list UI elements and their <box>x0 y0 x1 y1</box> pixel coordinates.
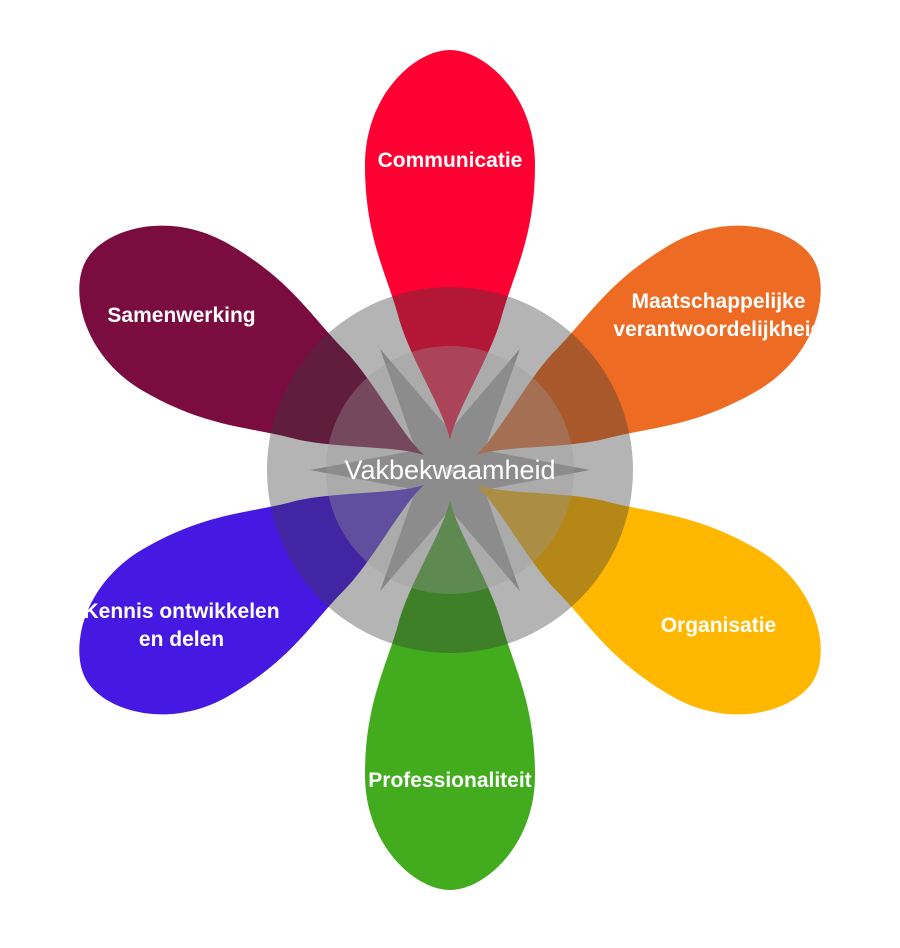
petal-label-line: Samenwerking <box>107 304 255 327</box>
petal-label-line: Kennis ontwikkelen <box>84 600 280 623</box>
center-label: Vakbekwaamheid <box>344 455 555 485</box>
petal-communicatie <box>365 50 535 440</box>
petal-label-communicatie: Communicatie <box>378 149 523 172</box>
petal-label-samenwerking: Samenwerking <box>107 304 255 327</box>
center-star <box>310 348 590 592</box>
petal-professionaliteit <box>365 500 535 890</box>
petal-maatschappelijke-verantwoordelijkheid <box>475 225 821 455</box>
center-star-ray <box>380 348 465 472</box>
petals <box>79 50 821 890</box>
petal-label-organisatie: Organisatie <box>661 614 777 637</box>
center-star-ray <box>310 446 446 494</box>
center-star-ray <box>454 446 590 494</box>
center-ring <box>267 287 633 653</box>
petal-kennis-ontwikkelen-en-delen <box>79 485 425 715</box>
petal-label-kennis-ontwikkelen-en-delen: Kennis ontwikkelen en delen <box>84 600 280 651</box>
petal-label-professionaliteit: Professionaliteit <box>368 769 531 792</box>
petal-label-line: Communicatie <box>378 149 523 172</box>
petal-label-maatschappelijke-verantwoordelijkheid: Maatschappelijke verantwoordelijkheid <box>613 290 823 341</box>
center-inner-disc <box>326 346 574 594</box>
petal-label-line: Organisatie <box>661 614 777 637</box>
petal-label-line: Maatschappelijke <box>632 290 806 313</box>
center-circle <box>267 287 633 653</box>
petal-label-line: Professionaliteit <box>368 769 531 792</box>
petal-samenwerking <box>79 225 425 455</box>
petal-label-line: verantwoordelijkheid <box>613 318 823 341</box>
petal-label-line: en delen <box>139 628 224 651</box>
petal-organisatie <box>475 485 821 715</box>
center-star-ray <box>380 468 465 592</box>
